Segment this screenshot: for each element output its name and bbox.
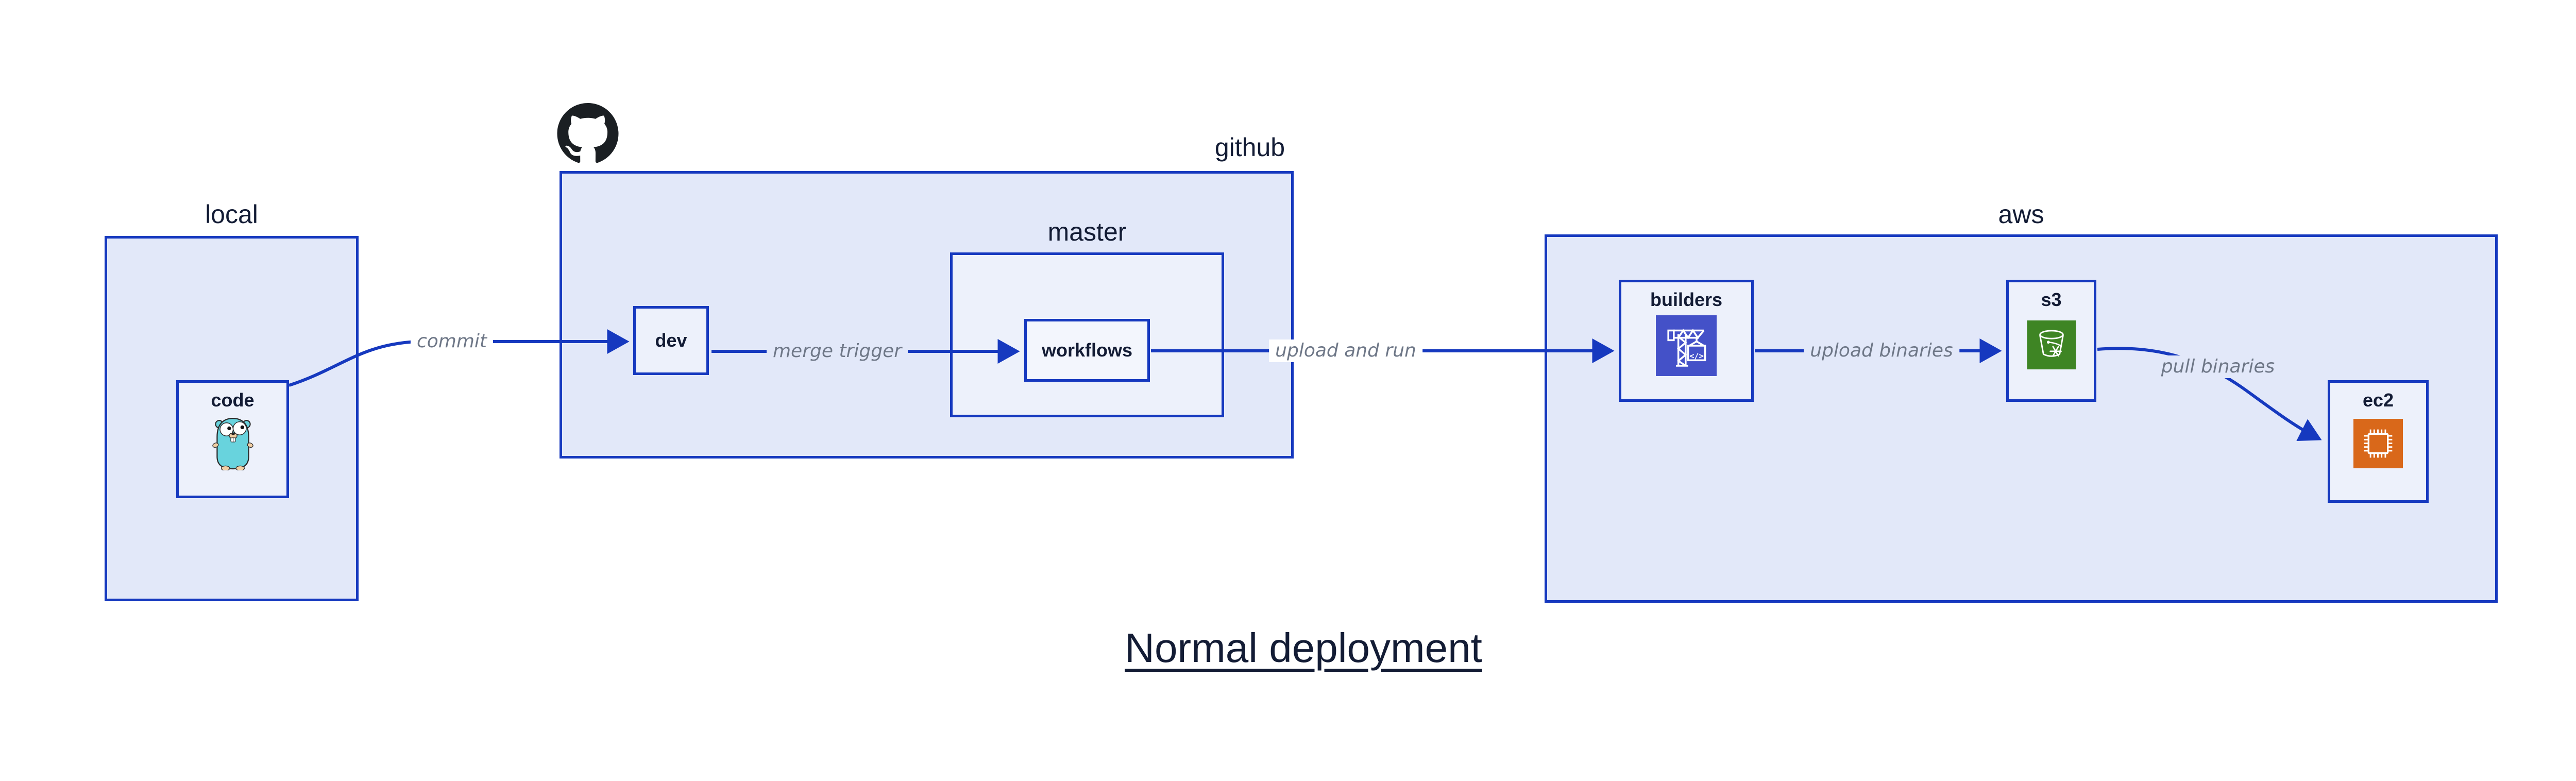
- dev-node-label: dev: [655, 330, 687, 351]
- code-node: code: [176, 380, 289, 498]
- ec2-node-label: ec2: [2362, 389, 2394, 411]
- code-node-label: code: [211, 389, 255, 411]
- master-group-label: master: [1047, 217, 1127, 246]
- aws-s3-glacier-bucket-icon: [2027, 320, 2076, 372]
- workflows-node: workflows: [1024, 319, 1150, 382]
- builders-node-label: builders: [1650, 289, 1723, 310]
- ec2-node: ec2: [2328, 380, 2429, 503]
- aws-ec2-chip-icon: [2353, 419, 2403, 471]
- github-group-label: github: [1214, 133, 1285, 162]
- edge-label-commit: commit: [410, 330, 494, 353]
- github-octocat-icon: [556, 103, 619, 167]
- local-group-label: local: [205, 200, 258, 229]
- aws-codebuild-crane-icon: </>: [1655, 315, 1717, 379]
- go-gopher-icon: [212, 416, 254, 473]
- edge-label-merge-trigger: merge trigger: [766, 340, 908, 363]
- dev-node: dev: [633, 306, 709, 375]
- aws-group-label: aws: [1998, 200, 2044, 229]
- builders-node: builders </>: [1619, 280, 1754, 402]
- edge-label-upload-and-run: upload and run: [1269, 339, 1422, 362]
- edge-label-pull-binaries: pull binaries: [2155, 355, 2281, 378]
- workflows-node-label: workflows: [1041, 339, 1133, 361]
- s3-node-label: s3: [2041, 289, 2062, 310]
- diagram-title: Normal deployment: [1125, 625, 1482, 671]
- codebuild-code-glyph: </>: [1689, 351, 1704, 361]
- edge-label-upload-binaries: upload binaries: [1804, 339, 1959, 362]
- s3-node: s3: [2006, 280, 2096, 402]
